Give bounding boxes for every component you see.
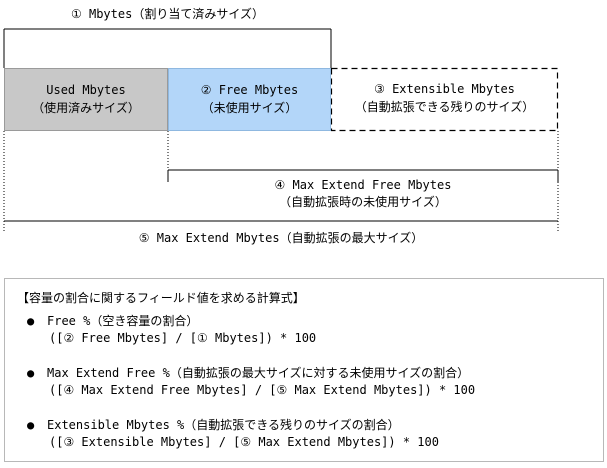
extensible-segment-border [330,67,559,132]
extensible-segment: ③ Extensible Mbytes （自動拡張できる残りのサイズ） [331,68,558,131]
free-segment-sublabel: （未使用サイズ） [201,101,298,115]
formula-free-title: Free %（空き容量の割合） [47,314,199,328]
formula-header: 【容量の割合に関するフィールド値を求める計算式】 [17,291,305,305]
formula-extensible-expr: ([③ Extensible Mbytes] / [⑤ Max Extend M… [49,435,439,449]
formula-max-extend-free-expr: ([④ Max Extend Free Mbytes] / [⑤ Max Ext… [49,383,476,397]
used-segment-label: Used Mbytes [46,83,126,97]
free-segment-label: ② Free Mbytes [200,83,299,97]
max-extend-free-label: ④ Max Extend Free Mbytes [274,178,452,192]
formula-box: 【容量の割合に関するフィールド値を求める計算式】 ● Free %（空き容量の割… [4,278,604,462]
formula-bullet: ● [27,418,35,432]
extensible-segment-sublabel: （自動拡張できる残りのサイズ） [354,100,535,114]
used-segment-sublabel: （使用済みサイズ） [32,101,140,115]
used-segment: Used Mbytes （使用済みサイズ） [4,68,168,131]
max-extend-free-sublabel: （自動拡張時の未使用サイズ） [279,195,447,209]
max-extend-label: ⑤ Max Extend Mbytes（自動拡張の最大サイズ） [138,231,424,245]
free-segment: ② Free Mbytes （未使用サイズ） [168,68,331,131]
formula-extensible-title: Extensible Mbytes %（自動拡張できる残りのサイズの割合） [47,418,400,432]
formula-bullet: ● [27,366,35,380]
extensible-segment-label: ③ Extensible Mbytes [374,82,515,96]
formula-max-extend-free-title: Max Extend Free %（自動拡張の最大サイズに対する未使用サイズの割… [47,366,470,380]
mbytes-label: ① Mbytes（割り当て済みサイズ） [71,7,264,21]
formula-free-expr: ([② Free Mbytes] / [① Mbytes]) * 100 [49,331,317,345]
formula-bullet: ● [27,314,35,328]
